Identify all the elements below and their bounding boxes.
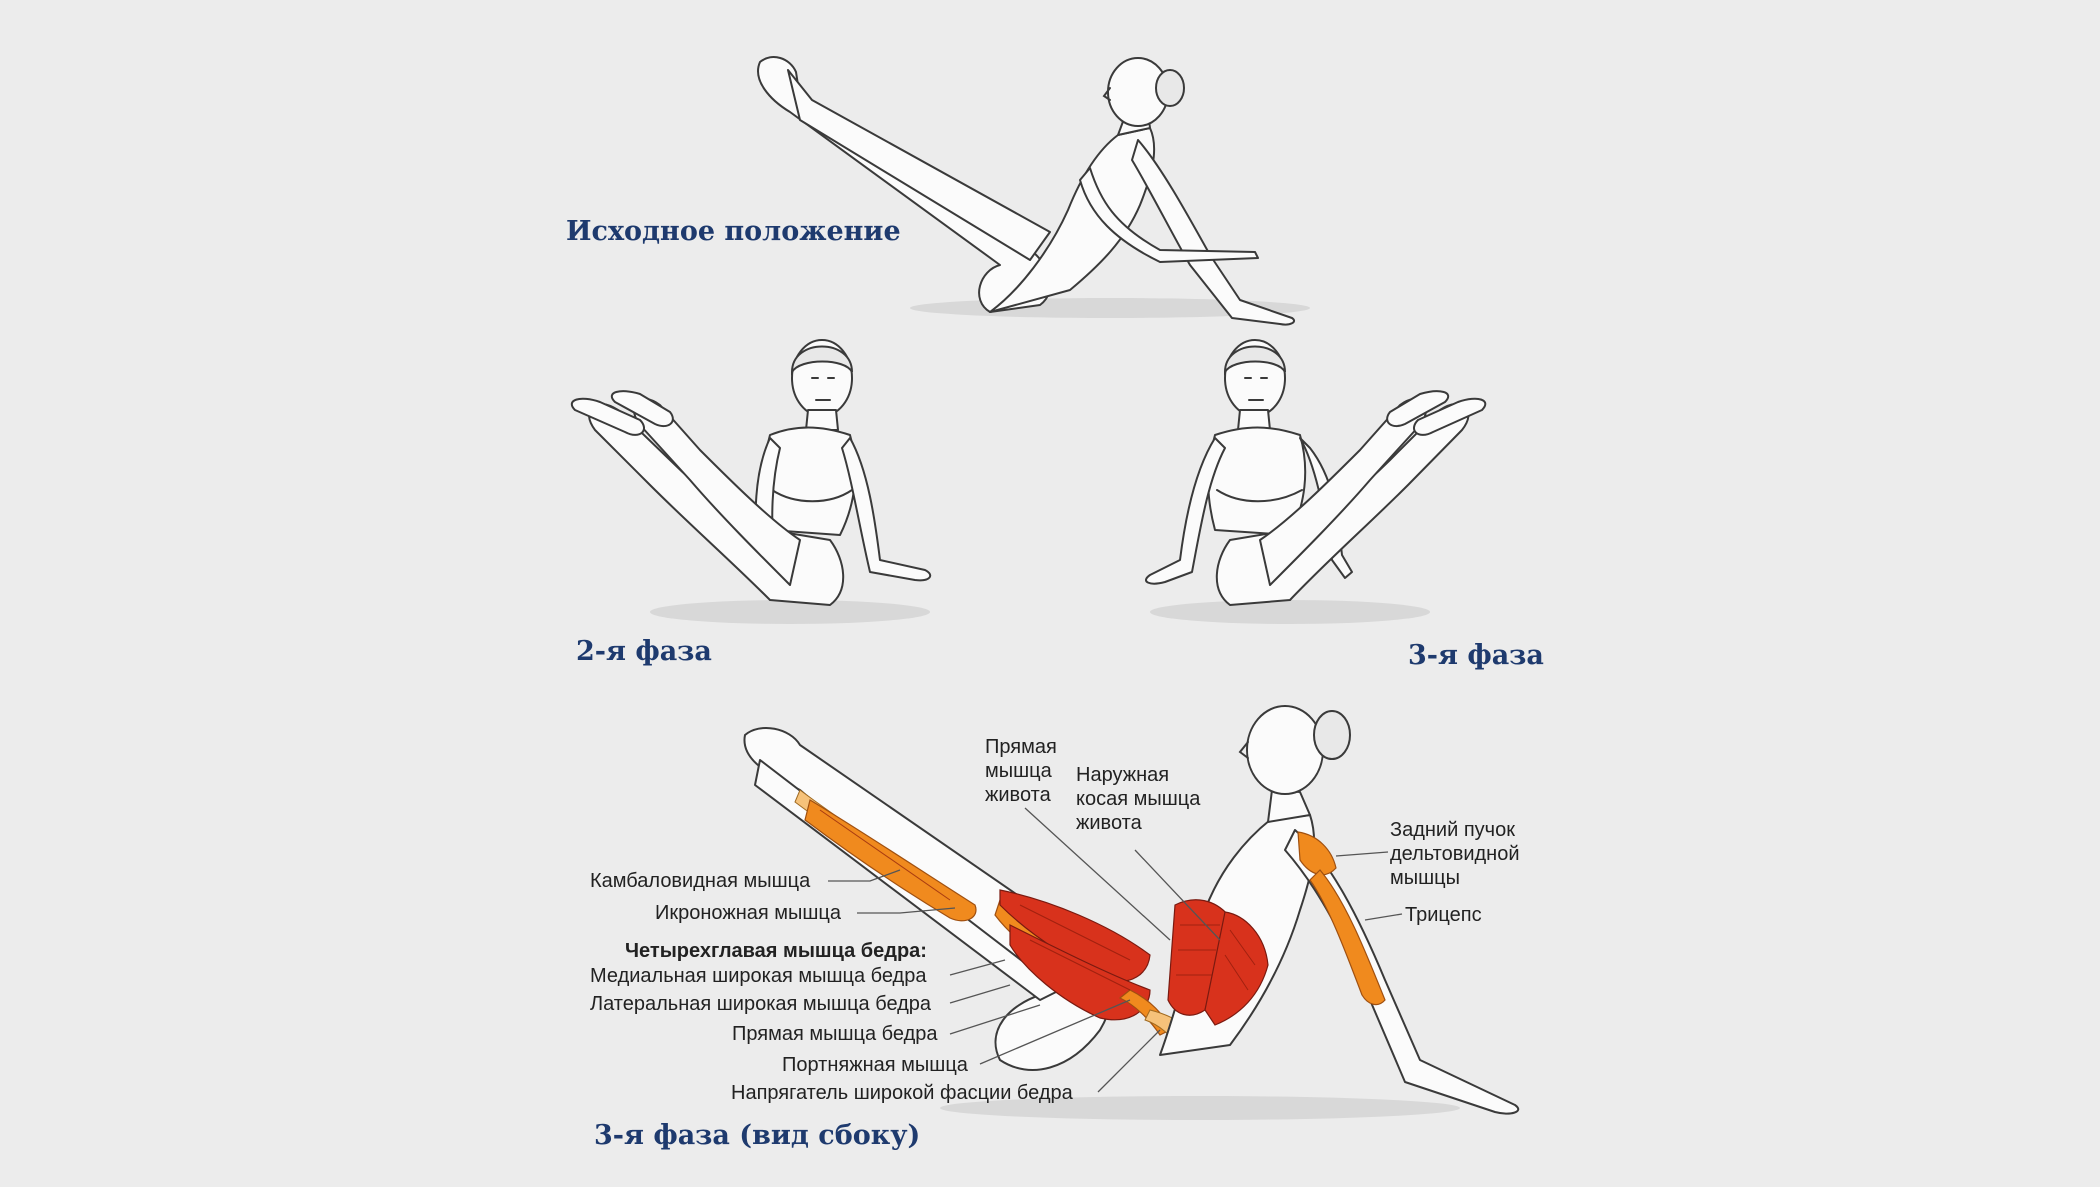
muscle-rectus-femoris <box>999 889 1151 982</box>
muscle-external-oblique <box>1204 911 1269 1026</box>
figure-phase-2 <box>570 339 932 624</box>
label-vastus-medialis: Медиальная широкая мышца бедра <box>590 965 927 987</box>
title-phase-3: 3-я фаза <box>1408 640 1544 671</box>
title-start-position: Исходное положение <box>566 216 901 247</box>
figure-phase-3 <box>1145 339 1487 624</box>
label-rectus-femoris: Прямая мышца бедра <box>732 1023 938 1045</box>
muscle-triceps <box>1309 869 1386 1006</box>
label-tfl: Напрягатель широкой фасции бедра <box>731 1082 1073 1104</box>
label-rectus-abdominis: Прямая мышца живота <box>985 736 1057 806</box>
figure-phase-3-side-muscles <box>743 705 1520 1120</box>
label-posterior-deltoid: Задний пучок дельтовидной мышцы <box>1390 819 1520 889</box>
leader-lines <box>828 807 1403 1093</box>
figure-start-position <box>757 56 1310 326</box>
label-soleus: Камбаловидная мышца <box>590 870 811 892</box>
muscle-posterior-deltoid <box>1297 831 1337 876</box>
label-vastus-lateralis: Латеральная широкая мышца бедра <box>590 993 932 1015</box>
muscle-vastus-lateralis <box>1009 924 1151 1021</box>
title-phase-3-side: 3-я фаза (вид сбоку) <box>594 1120 921 1151</box>
label-external-oblique: Наружная косая мышца живота <box>1076 764 1201 834</box>
muscle-gastrocnemius <box>804 799 977 922</box>
label-quadriceps-header: Четырехглавая мышца бедра: <box>625 940 927 962</box>
label-triceps: Трицепс <box>1405 904 1482 926</box>
label-sartorius: Портняжная мышца <box>782 1054 968 1076</box>
label-gastrocnemius: Икроножная мышца <box>655 902 841 924</box>
title-phase-2: 2-я фаза <box>576 636 712 667</box>
